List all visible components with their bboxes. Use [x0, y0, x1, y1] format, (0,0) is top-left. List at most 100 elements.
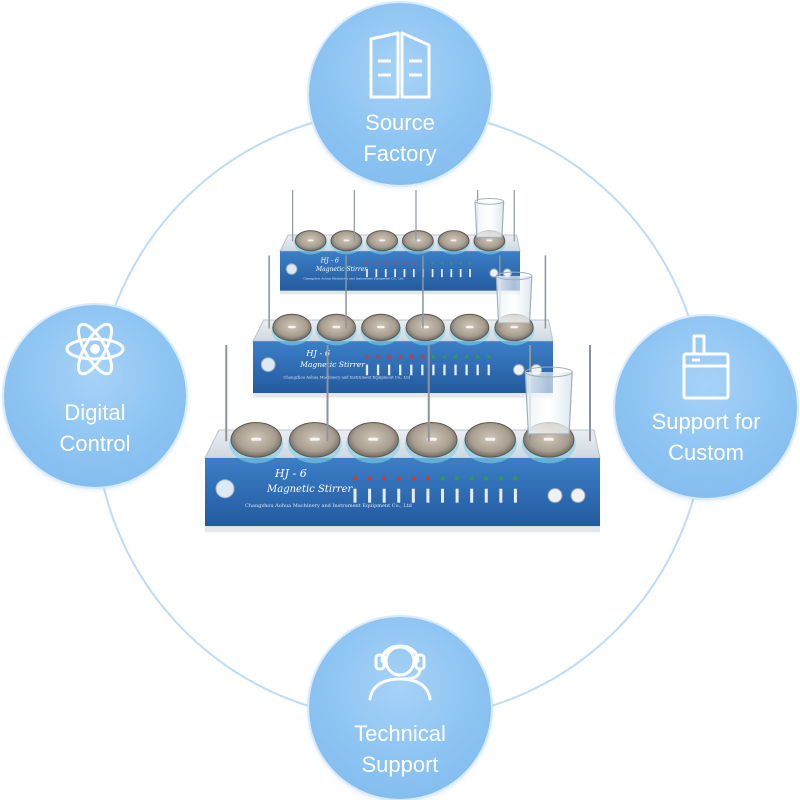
speed-slider — [432, 364, 435, 376]
manufacturer-label: Changzhou Aohua Machinery and Instrument… — [303, 277, 403, 281]
speed-slider — [443, 364, 446, 376]
indicator-led — [411, 476, 416, 481]
speed-slider — [411, 488, 415, 503]
indicator-led — [475, 355, 480, 359]
manufacturer-label: Changzhou Aohua Machinery and Instrument… — [283, 375, 410, 380]
indicator-led — [487, 355, 491, 359]
speed-slider — [470, 488, 474, 503]
indicator-led — [396, 476, 401, 481]
speed-slider — [368, 488, 372, 503]
speed-slider — [431, 269, 434, 278]
badge-label-line2: Control — [59, 431, 131, 456]
manufacturer-label: Changzhou Aohua Machinery and Instrument… — [245, 503, 413, 509]
speed-slider — [426, 488, 430, 503]
badge-label-line2: Custom — [668, 440, 744, 465]
glass-beaker — [524, 371, 573, 435]
indicator-led — [453, 355, 458, 359]
headset-support-icon — [368, 644, 432, 701]
indicator-led — [365, 261, 369, 265]
indicator-led — [381, 476, 387, 481]
speed-slider — [365, 364, 369, 376]
indicator-led — [393, 261, 397, 265]
support-for-custom-badge: Support for Custom — [615, 316, 797, 498]
indicator-led — [498, 476, 504, 481]
product-name-label: Magnetic Stirrer — [315, 266, 368, 273]
speed-slider — [450, 269, 453, 278]
control-knob — [547, 488, 563, 504]
indicator-led — [409, 355, 413, 359]
indicator-led — [403, 261, 406, 265]
speed-slider — [465, 364, 468, 376]
speed-slider — [469, 269, 471, 278]
speed-slider — [459, 269, 462, 278]
indicator-led — [431, 355, 436, 359]
badge-label-line1: Source — [365, 110, 435, 135]
atom-icon — [65, 322, 125, 376]
speed-slider — [387, 364, 391, 376]
technical-support-badge: Technical Support — [309, 617, 491, 799]
indicator-led — [464, 355, 469, 359]
indicator-led — [440, 261, 444, 265]
speed-slider — [375, 269, 378, 278]
indicator-led — [442, 355, 447, 359]
indicator-led — [513, 476, 518, 481]
speed-slider — [412, 269, 415, 278]
speed-slider — [399, 364, 402, 376]
control-knob — [512, 363, 525, 376]
factory-icon — [369, 31, 431, 99]
speed-slider — [484, 488, 488, 503]
indicator-led — [450, 261, 453, 265]
speed-slider — [476, 364, 479, 376]
model-label: HJ - 6 — [320, 256, 339, 264]
glass-beaker — [474, 201, 505, 238]
indicator-led — [352, 476, 358, 481]
speed-slider — [366, 269, 368, 278]
speed-slider — [499, 488, 503, 503]
indicator-led — [365, 355, 369, 359]
model-label: HJ - 6 — [274, 467, 307, 480]
indicator-led — [459, 261, 462, 265]
badge-label-line1: Technical — [354, 721, 446, 746]
speed-slider — [441, 488, 444, 503]
model-label: HJ - 6 — [305, 348, 331, 358]
speed-slider — [487, 364, 490, 376]
speed-slider — [384, 269, 387, 278]
speed-slider — [513, 488, 517, 503]
indicator-led — [454, 476, 460, 481]
speed-slider — [455, 488, 459, 503]
speed-slider — [397, 488, 401, 503]
badge-label-line2: Support — [361, 752, 439, 777]
indicator-led — [387, 355, 391, 359]
indicator-led — [469, 476, 474, 481]
speed-slider — [376, 364, 380, 376]
speed-slider — [394, 269, 396, 278]
indicator-led — [484, 476, 489, 481]
speed-slider — [454, 364, 457, 376]
speed-slider — [441, 269, 443, 278]
indicator-led — [398, 355, 402, 359]
product-name-label: Magnetic Stirrer — [299, 360, 365, 369]
speed-slider — [403, 269, 406, 278]
digital-control-badge: Digital Control — [4, 305, 186, 487]
control-knob — [489, 268, 499, 278]
speed-slider — [421, 364, 424, 376]
indicator-led — [425, 476, 431, 481]
indicator-led — [440, 476, 445, 481]
indicator-led — [420, 355, 425, 359]
badge-label-line1: Support for — [651, 409, 761, 434]
badge-label-line2: Factory — [363, 141, 437, 166]
indicator-led — [376, 355, 380, 359]
control-knob — [570, 488, 586, 504]
indicator-led — [431, 261, 434, 265]
customization-icon — [682, 334, 730, 400]
indicator-led — [412, 261, 416, 265]
indicator-led — [367, 476, 372, 481]
badge-label-line1: Digital — [64, 400, 126, 425]
indicator-led — [375, 261, 378, 265]
glass-beaker — [495, 275, 533, 324]
indicator-led — [468, 261, 472, 265]
